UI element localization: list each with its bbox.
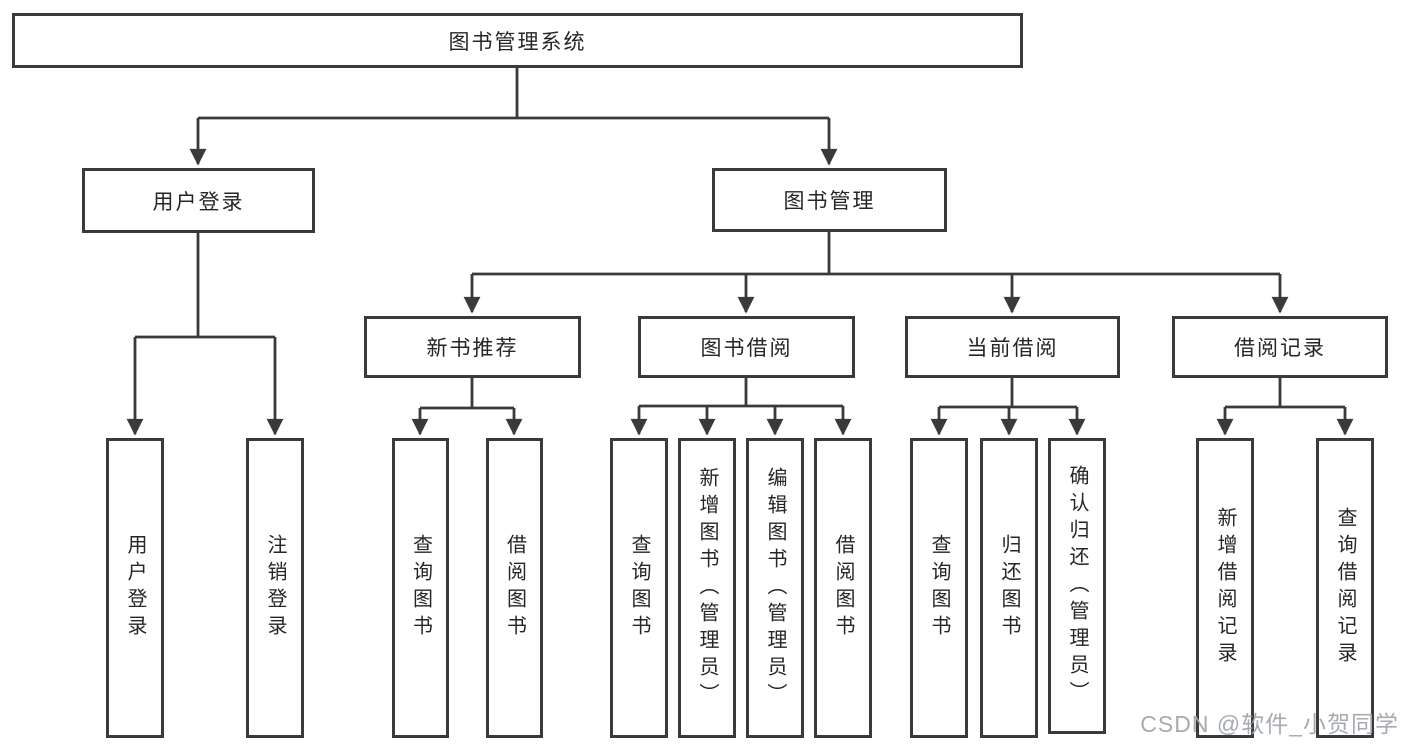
leaf-confirm-return-admin: 确认归还（管理员） xyxy=(1048,438,1106,734)
leaf-logout-label: 注销登录 xyxy=(264,534,286,642)
leaf-borrow-books-recommend-label: 借阅图书 xyxy=(503,534,526,642)
node-user-login: 用户登录 xyxy=(82,168,315,233)
leaf-query-books-current: 查询图书 xyxy=(910,438,968,738)
leaf-borrow-books-recommend: 借阅图书 xyxy=(486,438,543,738)
leaf-add-borrow-record: 新增借阅记录 xyxy=(1196,438,1254,738)
leaf-query-books-borrow-label: 查询图书 xyxy=(628,534,650,642)
node-root: 图书管理系统 xyxy=(12,13,1023,68)
leaf-edit-book-admin: 编辑图书（管理员） xyxy=(746,438,804,738)
leaf-query-books-recommend-label: 查询图书 xyxy=(409,534,432,642)
leaf-query-borrow-record-label: 查询借阅记录 xyxy=(1334,507,1356,669)
leaf-logout: 注销登录 xyxy=(246,438,304,738)
leaf-confirm-return-admin-label: 确认归还（管理员） xyxy=(1066,464,1088,708)
node-new-book-recommend-label: 新书推荐 xyxy=(426,337,519,360)
node-borrowing-records-label: 借阅记录 xyxy=(1234,337,1326,360)
node-new-book-recommend: 新书推荐 xyxy=(364,316,581,378)
node-current-borrowing-label: 当前借阅 xyxy=(966,337,1059,360)
leaf-query-books-recommend: 查询图书 xyxy=(392,438,449,738)
leaf-edit-book-admin-label: 编辑图书（管理员） xyxy=(764,466,786,710)
node-book-management: 图书管理 xyxy=(712,168,947,232)
node-book-borrowing: 图书借阅 xyxy=(638,316,855,378)
leaf-user-login-label: 用户登录 xyxy=(124,534,146,642)
leaf-query-books-current-label: 查询图书 xyxy=(928,534,950,642)
node-book-borrowing-label: 图书借阅 xyxy=(700,337,793,360)
leaf-borrow-books-2: 借阅图书 xyxy=(814,438,872,738)
leaf-query-books-borrow: 查询图书 xyxy=(610,438,668,738)
leaf-query-borrow-record: 查询借阅记录 xyxy=(1316,438,1374,738)
leaf-add-book-admin-label: 新增图书（管理员） xyxy=(696,466,718,710)
node-user-login-label: 用户登录 xyxy=(152,190,245,214)
leaf-borrow-books-2-label: 借阅图书 xyxy=(832,534,854,642)
node-borrowing-records: 借阅记录 xyxy=(1172,316,1388,378)
node-root-label: 图书管理系统 xyxy=(448,30,587,54)
leaf-return-book-label: 归还图书 xyxy=(998,534,1020,642)
leaf-return-book: 归还图书 xyxy=(980,438,1038,738)
node-book-management-label: 图书管理 xyxy=(783,190,876,213)
csdn-watermark: CSDN @软件_小贺同学 xyxy=(1140,711,1399,737)
leaf-user-login: 用户登录 xyxy=(106,438,164,738)
leaf-add-borrow-record-label: 新增借阅记录 xyxy=(1214,507,1236,669)
leaf-add-book-admin: 新增图书（管理员） xyxy=(678,438,736,738)
node-current-borrowing: 当前借阅 xyxy=(905,316,1120,378)
